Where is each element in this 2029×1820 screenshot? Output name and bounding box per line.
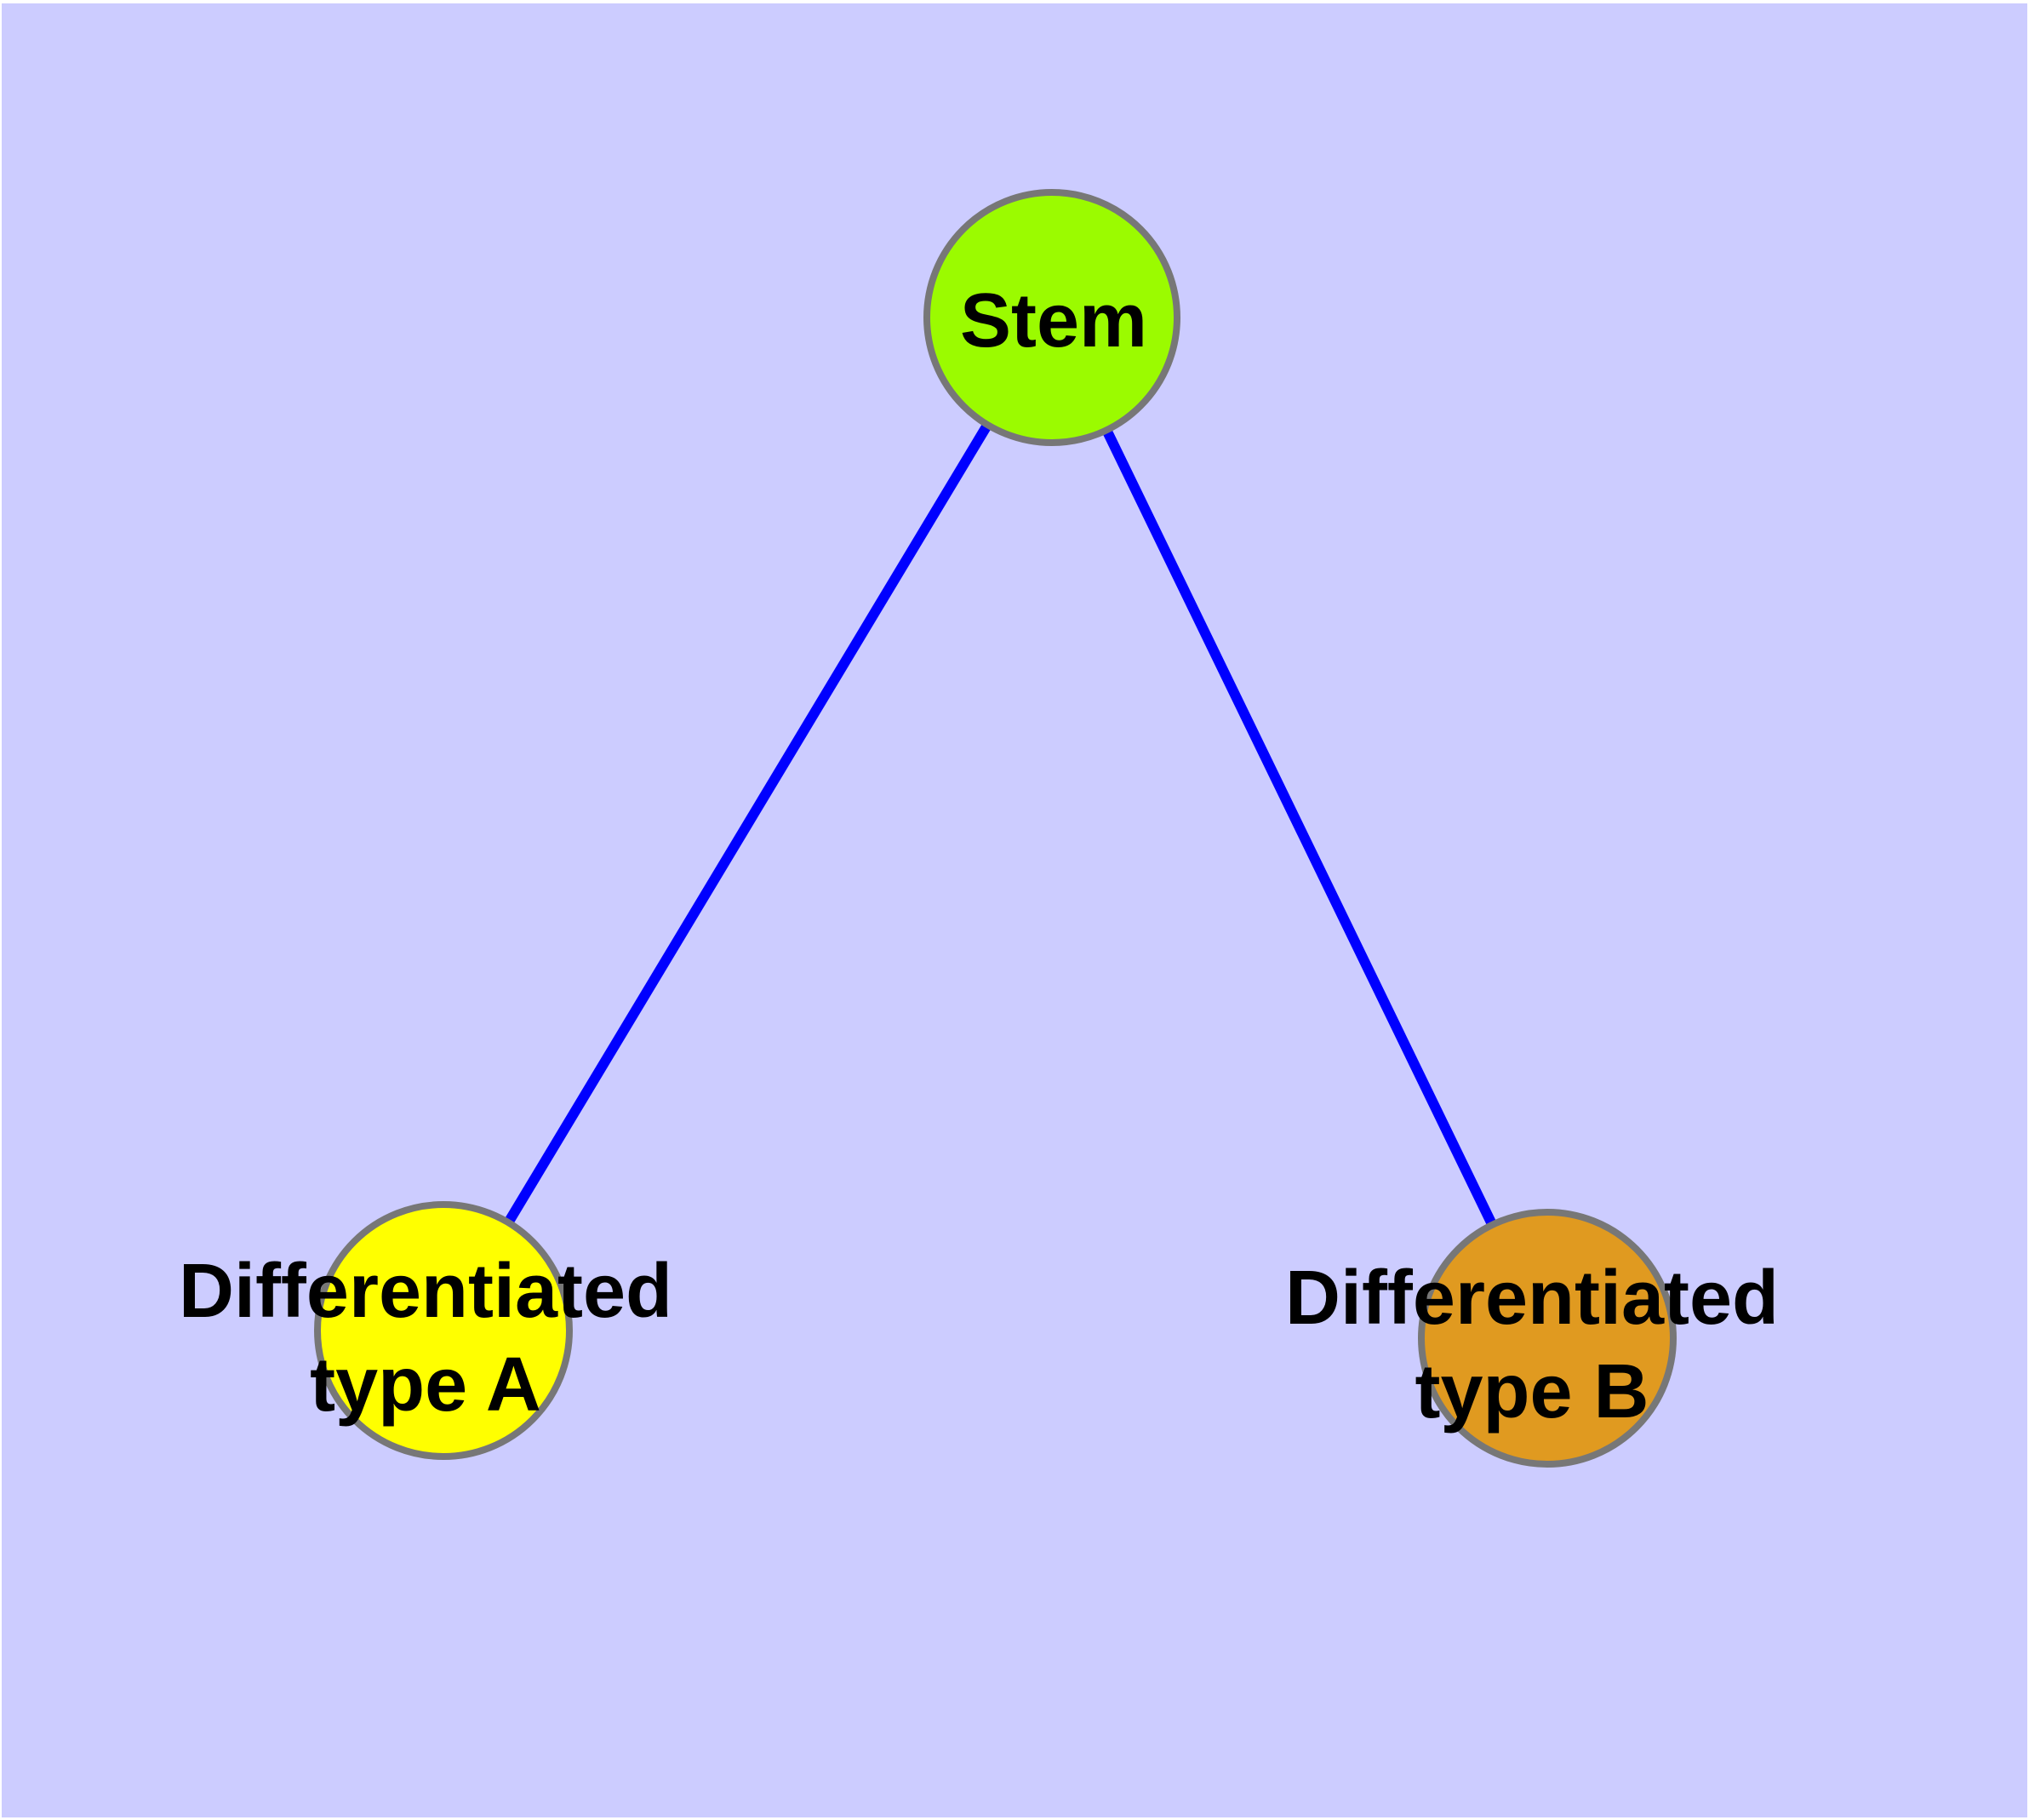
node-stem-circle <box>923 189 1180 446</box>
edge-stem-to-type-a <box>438 314 1057 1334</box>
node-type-b-circle <box>1418 1209 1677 1468</box>
node-type-a-label-line2: type A <box>310 1342 541 1428</box>
node-type-b-label-line1: Differentiated <box>1285 1256 1779 1341</box>
node-type-b-label-line2: type B <box>1415 1349 1649 1434</box>
node-type-a-circle <box>314 1201 573 1460</box>
node-stem-label: Stem <box>960 278 1147 363</box>
edge-stem-to-type-b <box>1047 315 1552 1341</box>
node-type-a-label-line1: Differentiated <box>179 1249 672 1334</box>
